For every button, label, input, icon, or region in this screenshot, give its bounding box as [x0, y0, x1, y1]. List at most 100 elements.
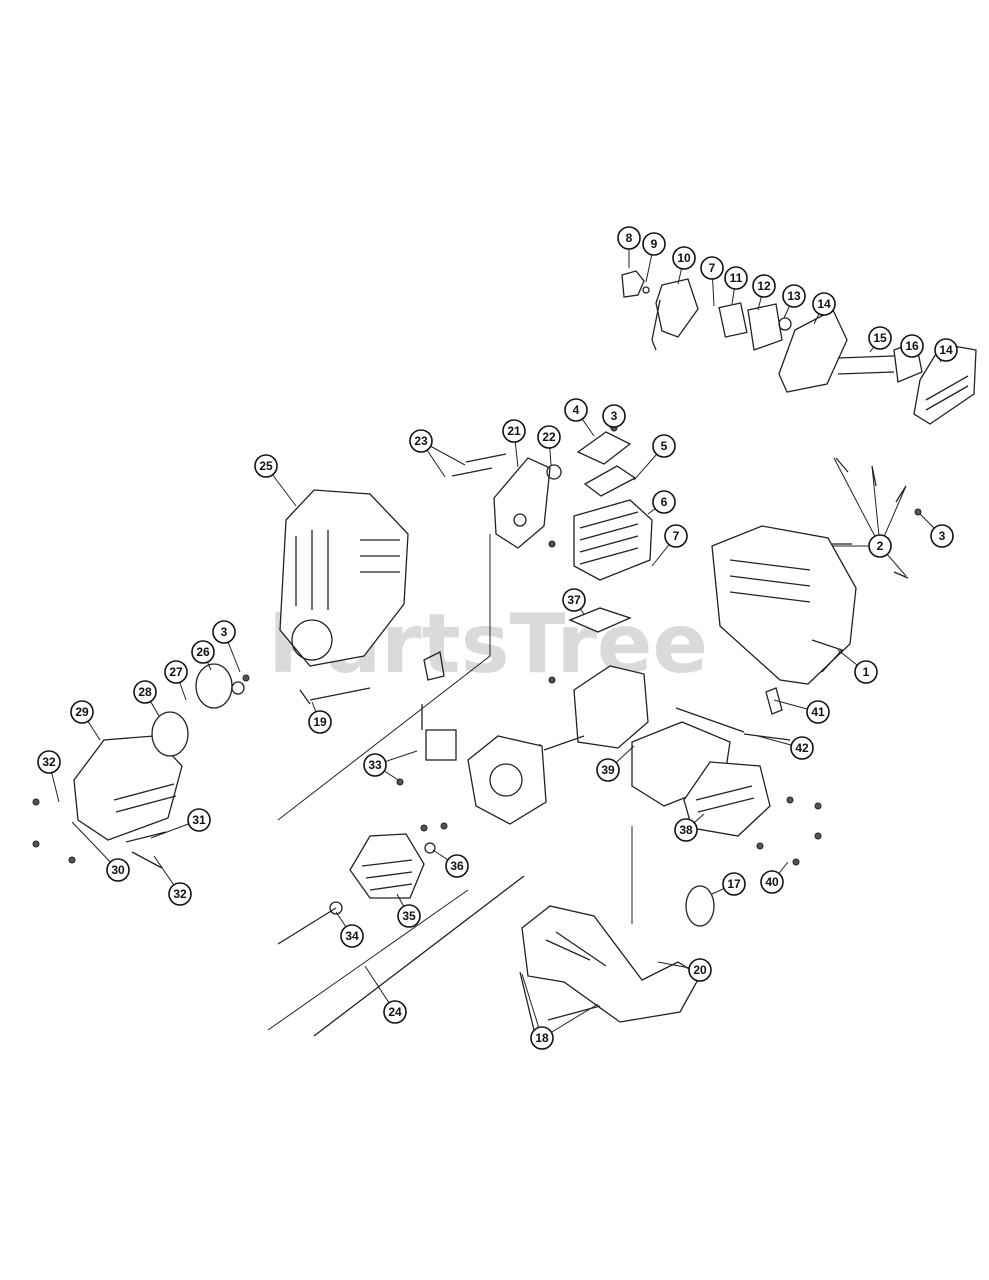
svg-text:1: 1 [863, 665, 870, 679]
callout-3-top: 3 [602, 404, 626, 428]
callout-3-left: 3 [212, 620, 236, 644]
svg-text:30: 30 [111, 863, 125, 877]
callout-14-cover: 14 [934, 338, 958, 362]
callout-14: 14 [812, 292, 836, 316]
svg-text:22: 22 [542, 430, 556, 444]
svg-text:16: 16 [905, 339, 919, 353]
part-10-carb-body [655, 278, 699, 338]
callout-28: 28 [133, 680, 157, 704]
part-20-handle [521, 905, 701, 1023]
part-5-gasket [583, 465, 637, 497]
svg-text:2: 2 [877, 539, 884, 553]
callout-21: 21 [502, 419, 526, 443]
part-4-spark-cap [576, 431, 632, 465]
callout-34: 34 [340, 924, 364, 948]
fasteners [32, 424, 922, 866]
svg-text:32: 32 [173, 887, 187, 901]
callout-36: 36 [445, 854, 469, 878]
part-1-housing [711, 525, 857, 685]
callout-1: 1 [854, 660, 878, 684]
svg-text:17: 17 [727, 877, 741, 891]
callout-17: 17 [722, 872, 746, 896]
part-37-gasket [568, 607, 632, 633]
carburetor-assembly [621, 270, 977, 425]
svg-text:10: 10 [677, 251, 691, 265]
svg-text:37: 37 [567, 593, 581, 607]
callout-40: 40 [760, 870, 784, 894]
callout-13: 13 [782, 284, 806, 308]
part-14-filter-base [778, 309, 848, 393]
callout-10: 10 [672, 246, 696, 270]
svg-text:3: 3 [611, 409, 618, 423]
cylinder-group [451, 431, 653, 581]
callout-26: 26 [191, 640, 215, 664]
part-21-muffler [493, 457, 551, 549]
callout-30: 30 [106, 858, 130, 882]
callout-15: 15 [868, 326, 892, 350]
fuel-line [675, 707, 745, 733]
svg-text:31: 31 [192, 813, 206, 827]
svg-text:23: 23 [414, 434, 428, 448]
svg-text:3: 3 [221, 625, 228, 639]
callout-6: 6 [652, 490, 676, 514]
part-2-screws [832, 457, 909, 579]
callout-9: 9 [642, 232, 666, 256]
svg-text:15: 15 [873, 331, 887, 345]
callout-20: 20 [688, 958, 712, 982]
svg-text:7: 7 [709, 261, 716, 275]
callout-31: 31 [187, 808, 211, 832]
svg-text:24: 24 [388, 1005, 402, 1019]
part-24-cable [313, 875, 525, 1037]
svg-text:33: 33 [368, 758, 382, 772]
callout-24: 24 [383, 1000, 407, 1024]
callout-7: 7 [664, 524, 688, 548]
callout-32-lower: 32 [168, 882, 192, 906]
callout-33: 33 [363, 753, 387, 777]
part-35-flywheel [349, 833, 425, 899]
part-23-screws [451, 453, 507, 477]
part-41-switch [765, 687, 783, 715]
svg-text:40: 40 [765, 875, 779, 889]
crankcase-block [573, 665, 649, 749]
svg-text:36: 36 [450, 859, 464, 873]
svg-text:11: 11 [730, 271, 743, 285]
callout-23: 23 [409, 429, 433, 453]
svg-text:41: 41 [811, 705, 825, 719]
callout-5: 5 [652, 434, 676, 458]
callout-25: 25 [254, 454, 278, 478]
svg-text:18: 18 [535, 1031, 549, 1045]
callout-16: 16 [900, 334, 924, 358]
svg-text:28: 28 [138, 685, 152, 699]
engine-housing [279, 489, 409, 705]
callout-19: 19 [308, 710, 332, 734]
part-22-nut [546, 464, 562, 480]
callout-35: 35 [397, 904, 421, 928]
svg-text:21: 21 [507, 424, 521, 438]
svg-text:8: 8 [626, 231, 633, 245]
svg-text:3: 3 [939, 529, 946, 543]
svg-text:4: 4 [573, 403, 580, 417]
callout-8: 8 [617, 226, 641, 250]
part-42-wire [743, 733, 791, 741]
callout-29: 29 [70, 700, 94, 724]
svg-text:42: 42 [795, 741, 809, 755]
callout-38: 38 [674, 818, 698, 842]
svg-text:35: 35 [402, 909, 416, 923]
svg-text:27: 27 [169, 665, 183, 679]
callout-41: 41 [806, 700, 830, 724]
callout-37: 37 [562, 588, 586, 612]
part-11-gasket [718, 302, 748, 338]
svg-text:26: 26 [196, 645, 210, 659]
svg-text:6: 6 [661, 495, 668, 509]
part-33-module [425, 729, 457, 761]
part-34-shaft [277, 907, 337, 945]
callout-12: 12 [752, 274, 776, 298]
crankcase [467, 607, 791, 837]
callout-39: 39 [596, 758, 620, 782]
svg-text:9: 9 [651, 237, 658, 251]
part-28-drum [151, 711, 189, 757]
callout-32: 32 [37, 750, 61, 774]
part-17-knob [685, 885, 715, 927]
svg-text:14: 14 [939, 343, 953, 357]
